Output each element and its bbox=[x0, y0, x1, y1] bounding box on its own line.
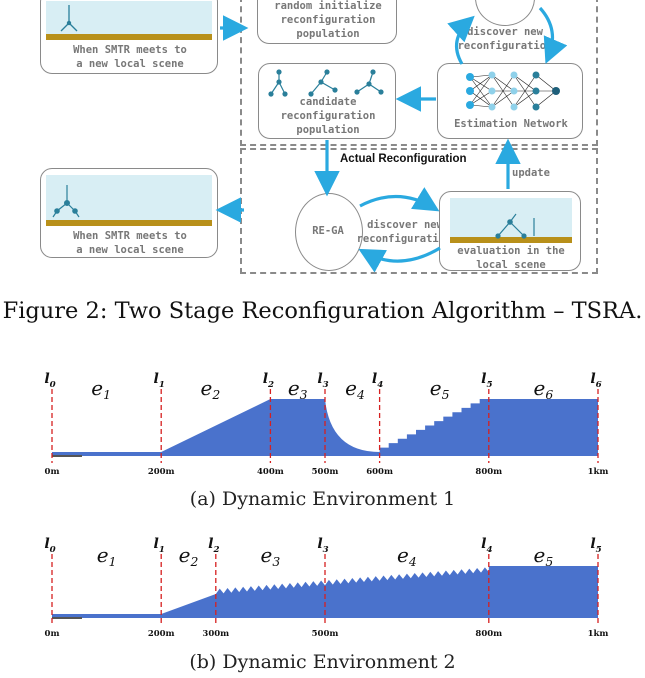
arrow-top-cycle-right bbox=[538, 6, 568, 64]
rega-label: RE-GA bbox=[312, 225, 344, 237]
neural-network-icon bbox=[466, 71, 560, 111]
environment-1-chart: l0 l1 l2 l3 l4 l5 l6 e1 e2 e3 e4 e5 e6 0m 200m 400m 500m… bbox=[44, 371, 609, 477]
discover-bottom-line1: discover new bbox=[367, 219, 443, 231]
tick-label: 200m bbox=[148, 467, 175, 477]
env1-caption: (a) Dynamic Environment 1 bbox=[189, 488, 456, 510]
random-init-box: random initialize reconfiguration popula… bbox=[257, 0, 397, 44]
segment-label-e6: e6 bbox=[534, 376, 554, 402]
scene-top-line1: When SMTR meets to bbox=[73, 44, 187, 56]
segment-label-e2: e2 bbox=[200, 376, 220, 402]
segment-label-e3: e3 bbox=[261, 543, 281, 569]
scene-ground bbox=[46, 34, 212, 40]
evaluation-line2: local scene bbox=[476, 259, 546, 271]
env2-caption: (b) Dynamic Environment 2 bbox=[189, 651, 456, 673]
boundary-label-l1: l1 bbox=[154, 536, 165, 555]
scene-bottom-line1: When SMTR meets to bbox=[73, 230, 187, 242]
segment-label-e4: e4 bbox=[345, 376, 365, 402]
arrow-eval-to-rega bbox=[358, 246, 441, 273]
segment-label-e5: e5 bbox=[534, 543, 554, 569]
estimation-label: Estimation Network bbox=[454, 118, 568, 130]
candidate-line2: reconfiguration bbox=[280, 110, 376, 122]
scene-ground bbox=[450, 237, 572, 243]
terrain-profile bbox=[52, 566, 598, 618]
robot-icon bbox=[60, 5, 78, 32]
tick-label: 300m bbox=[202, 629, 229, 639]
candidate-robots-icon bbox=[268, 69, 384, 97]
boundary-label-l3: l3 bbox=[317, 371, 328, 390]
segment-label-e1: e1 bbox=[91, 376, 111, 402]
scene-top-line2: a new local scene bbox=[76, 58, 184, 70]
tick-label: 1km bbox=[588, 467, 609, 477]
tick-label: 0m bbox=[45, 467, 60, 477]
candidate-box: candidate reconfiguration population bbox=[258, 63, 396, 139]
scene-sky bbox=[450, 198, 572, 240]
update-label: update bbox=[512, 167, 550, 179]
arrow-top-cycle-left bbox=[447, 15, 475, 65]
scene-ground bbox=[46, 220, 212, 226]
scene-box-top: When SMTR meets to a new local scene bbox=[40, 0, 218, 74]
segment-label-e1: e1 bbox=[97, 543, 117, 569]
segment-label-e4: e4 bbox=[397, 543, 417, 569]
tick-label: 200m bbox=[148, 629, 175, 639]
boundary-label-l5: l5 bbox=[590, 536, 601, 555]
segment-label-e3: e3 bbox=[288, 376, 308, 402]
scene-sky bbox=[46, 1, 212, 37]
scene-box-bottom: When SMTR meets to a new local scene bbox=[40, 168, 218, 258]
evaluation-line1: evaluation in the bbox=[457, 245, 565, 257]
tick-label: 800m bbox=[475, 467, 502, 477]
discover-bottom-line2: reconfiguration bbox=[356, 233, 452, 245]
discover-top-line2: reconfiguration bbox=[457, 40, 553, 52]
boundary-label-l4: l4 bbox=[372, 371, 383, 390]
arrow-rega-to-eval bbox=[359, 187, 440, 212]
robot-icon bbox=[495, 213, 535, 239]
estimation-network-box: Estimation Network bbox=[437, 63, 583, 139]
tick-label: 600m bbox=[366, 467, 393, 477]
tsra-diagram: When SMTR meets to a new local scene ran… bbox=[0, 0, 645, 278]
actual-reconfiguration-title: Actual Reconfiguration bbox=[340, 153, 467, 165]
tick-label: 0m bbox=[45, 629, 60, 639]
boundary-label-l3: l3 bbox=[317, 536, 328, 555]
segment-label-e5: e5 bbox=[430, 376, 450, 402]
tick-label: 1km bbox=[588, 629, 609, 639]
flow-arrows bbox=[215, 6, 568, 273]
evaluation-box: evaluation in the local scene bbox=[439, 191, 581, 271]
boundary-label-l2: l2 bbox=[208, 536, 219, 555]
candidate-line1: candidate bbox=[299, 96, 357, 108]
random-init-line3: population bbox=[296, 28, 360, 40]
tick-label: 500m bbox=[312, 629, 339, 639]
tick-label: 800m bbox=[475, 629, 502, 639]
boundary-label-l0: l0 bbox=[44, 371, 55, 390]
stage1-dashed-box bbox=[240, 0, 598, 146]
figure-caption: Figure 2: Two Stage Reconfiguration Algo… bbox=[2, 298, 643, 324]
tick-label: 400m bbox=[257, 467, 284, 477]
boundary-label-l0: l0 bbox=[44, 536, 55, 555]
boundary-label-l6: l6 bbox=[590, 371, 601, 390]
scene-sky bbox=[46, 175, 212, 223]
terrain-profile bbox=[52, 399, 598, 456]
boundary-label-l1: l1 bbox=[154, 371, 165, 390]
random-init-line1: random initialize bbox=[274, 0, 382, 12]
environment-2-chart: l0 l1 l2 l3 l4 l5 e1 e2 e3 e4 e5 0m 200m 300m 500m 800m… bbox=[44, 536, 609, 639]
random-init-line2: reconfiguration bbox=[280, 14, 376, 26]
boundary-label-l5: l5 bbox=[481, 371, 492, 390]
candidate-line3: population bbox=[296, 124, 360, 136]
boundary-label-l4: l4 bbox=[481, 536, 492, 555]
discover-top-line1: discover new bbox=[467, 26, 543, 38]
segment-label-e2: e2 bbox=[179, 543, 199, 569]
boundary-label-l2: l2 bbox=[263, 371, 274, 390]
tick-label: 500m bbox=[312, 467, 339, 477]
scene-bottom-line2: a new local scene bbox=[76, 244, 184, 256]
robot-icon bbox=[52, 185, 80, 218]
